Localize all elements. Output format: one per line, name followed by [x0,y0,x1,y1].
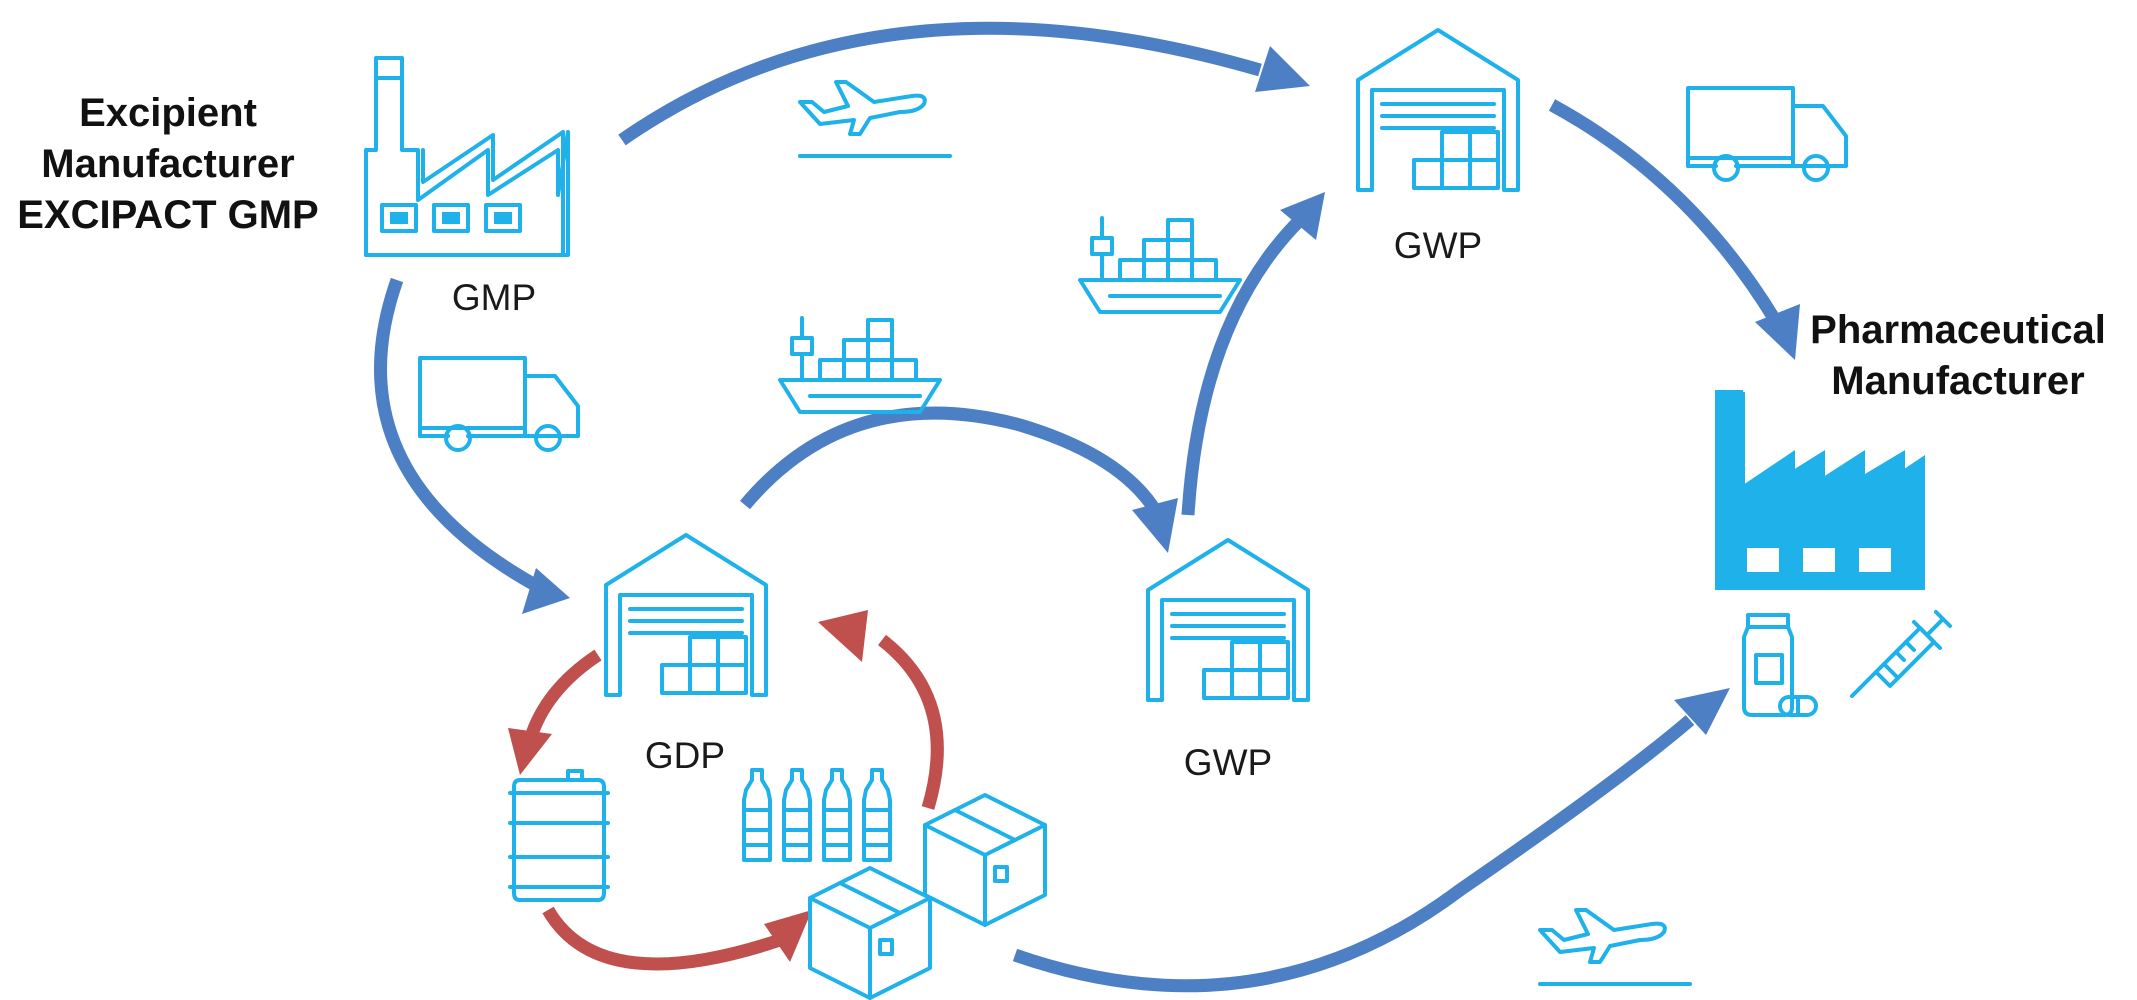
factory-outline-icon [364,56,570,257]
truck-icon [418,356,580,452]
gwp-top-label: GWP [1394,225,1482,266]
arrow-gwp-top-to-pharma [1548,99,1781,324]
truck-icon [1686,86,1848,182]
repack-arrows [508,610,944,971]
pharma-label-line1: Pharmaceutical [1810,308,2106,352]
drum-icon [508,769,610,902]
warehouse-icon [1356,28,1520,192]
arrow-head [1755,304,1800,360]
arrow-head [508,728,552,775]
bottles-icon [742,768,892,862]
arrow-head [1280,192,1325,240]
syringe-icon [1850,610,1952,698]
gwp-mid-label: GWP [1184,742,1272,783]
pill-bottle-icon [1742,613,1818,717]
gmp-label: GMP [452,277,536,318]
cargo-ship-icon [778,316,942,414]
excipient-label-line2: Manufacturer [41,142,294,186]
arrow-head [1132,498,1178,553]
arrow-head [818,610,868,662]
arrow-gwp-mid-to-gwp-top [1181,215,1305,516]
arrow-head [764,910,812,962]
box-icon [808,866,932,1000]
airplane-icon [1538,908,1692,986]
pharma-label-line2: Manufacturer [1831,359,2084,403]
gdp-label: GDP [645,735,725,776]
arrow-factory-to-gdp [374,277,539,591]
excipient-label-line1: Excipient [79,91,257,135]
arrow-head [1255,46,1310,92]
arrow-factory-to-gwp-top [618,21,1262,146]
arrow-drum-to-boxes [542,906,783,971]
box-icon [923,793,1047,927]
excipient-label-line3: EXCIPACT GMP [17,193,319,237]
labels: Excipient Manufacturer EXCIPACT GMP GMP … [17,91,2106,783]
airplane-icon [798,80,952,158]
arrow-head [522,568,570,614]
arrow-gdp-to-gwp-mid [740,406,1161,514]
cargo-ship-icon [1078,216,1242,314]
warehouse-icon [1146,538,1310,702]
arrow-head [1674,688,1730,735]
warehouse-icon [604,533,768,697]
factory-filled-icon [1715,390,1925,590]
arrow-gdp-to-drum [523,649,602,742]
arrow-bottles-to-gdp [878,634,944,810]
arrow-gdp-to-pharma [1012,715,1695,993]
flow-arrows [374,21,1800,993]
